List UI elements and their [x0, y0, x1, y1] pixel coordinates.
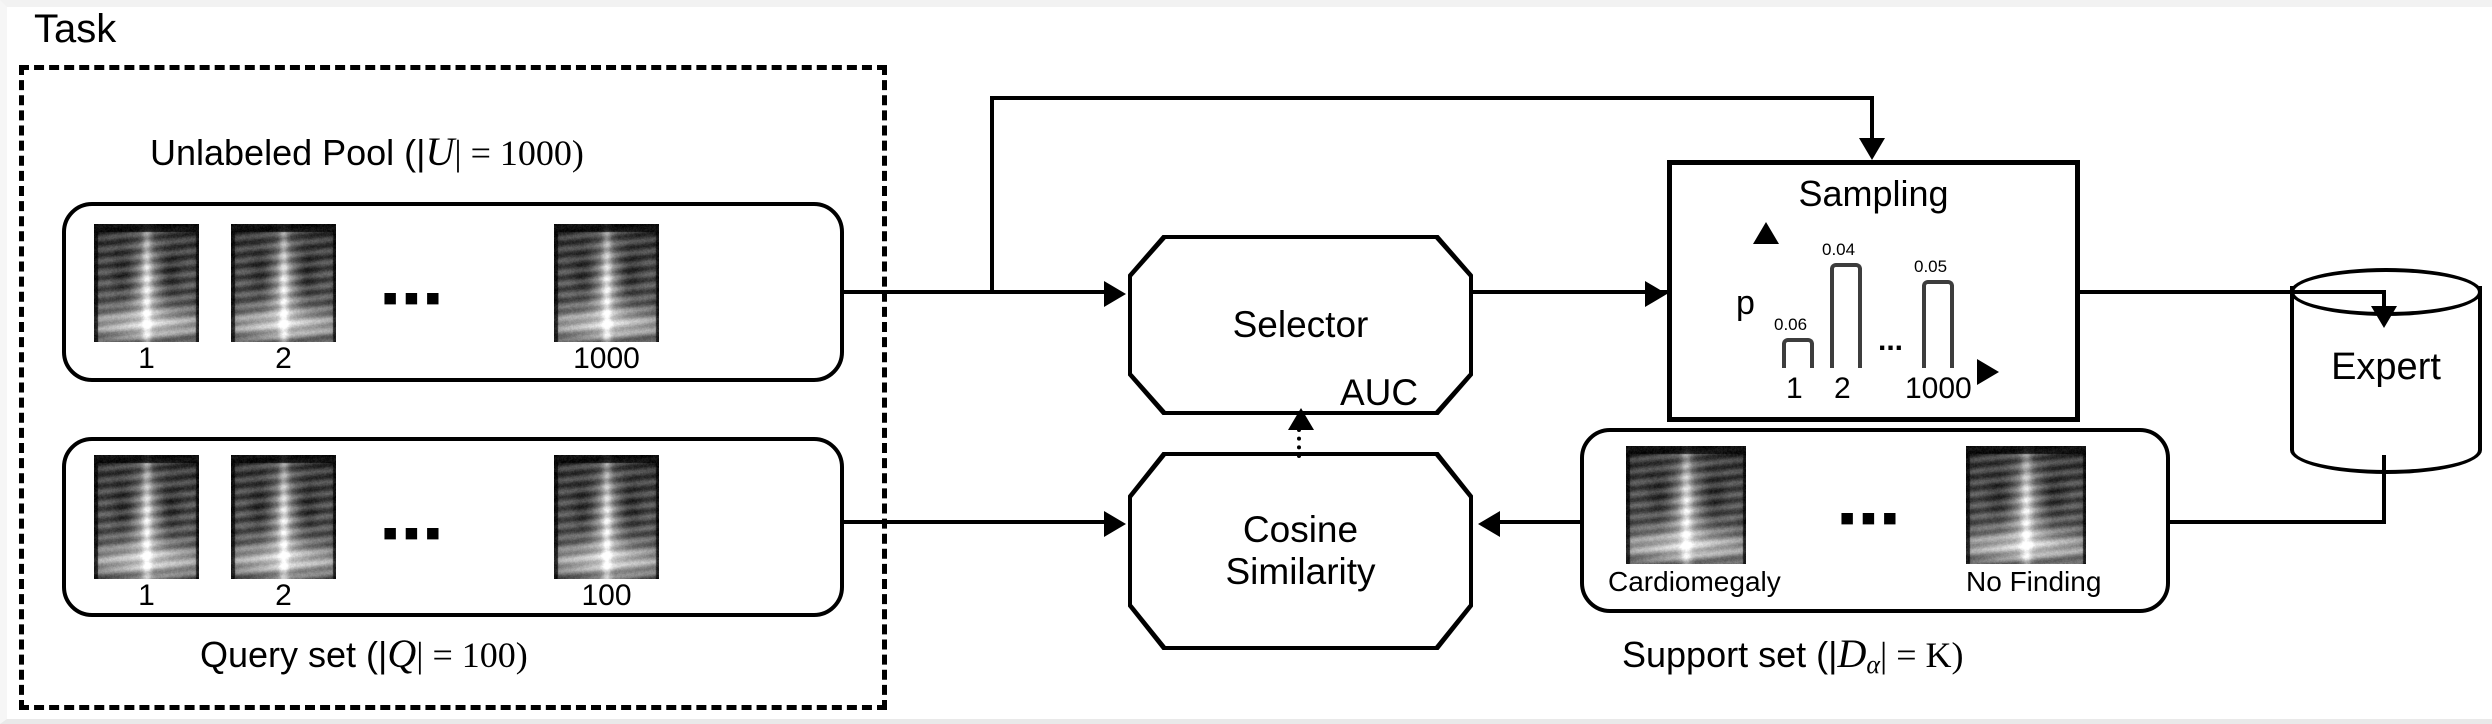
- cosine-similarity-node-inner: Cosine Similarity: [1132, 456, 1469, 646]
- edge-sampling-to-expert-vertical: [2382, 290, 2386, 312]
- edge-feedback-vertical-left: [990, 96, 994, 292]
- query-set-caption-suffix: | = 100): [416, 635, 528, 675]
- pool-index-last: 1000: [573, 342, 640, 375]
- chart-y-axis: [1694, 220, 1698, 348]
- edge-feedback-vertical-right: [1870, 96, 1874, 144]
- chart-bar-3: [1922, 280, 1954, 368]
- query-set-symbol: Q: [387, 631, 417, 676]
- chart-bar-label-2: 0.04: [1822, 240, 1856, 259]
- support-set-caption-prefix: Support set (|: [1622, 634, 1838, 675]
- query-index-last: 100: [581, 579, 632, 612]
- support-set-caption: Support set (|Dα| = K): [1622, 630, 1964, 680]
- pool-ellipsis: ▪▪▪: [382, 271, 446, 323]
- unlabeled-pool-caption-suffix: | = 1000): [454, 133, 584, 173]
- unlabeled-pool-caption-prefix: Unlabeled Pool (|: [150, 132, 426, 173]
- edge-pool-to-selector: [844, 290, 1106, 294]
- expert-node[interactable]: Expert: [2290, 268, 2482, 474]
- query-xray-1: [94, 455, 199, 579]
- edge-feedback-horizontal-top: [990, 96, 1874, 100]
- edge-sampling-to-expert-horizontal: [2080, 290, 2386, 294]
- query-ellipsis: ▪▪▪: [382, 506, 446, 558]
- query-index-1: 1: [138, 579, 155, 612]
- edge-expert-to-support-vertical: [2382, 455, 2386, 524]
- sampling-title: Sampling: [1798, 173, 1949, 214]
- unlabeled-pool-symbol: U: [425, 129, 455, 174]
- chart-xtick-1: 1: [1786, 372, 1803, 405]
- pool-xray-2: [231, 224, 336, 342]
- support-xray-last: [1966, 446, 2086, 564]
- edge-selector-to-sampling-arrowhead: [1645, 281, 1667, 307]
- chart-bar-1: [1782, 338, 1814, 368]
- query-index-2: 2: [275, 579, 292, 612]
- edge-query-to-cosine-arrowhead: [1104, 511, 1126, 537]
- support-label-last: No Finding: [1966, 566, 2102, 597]
- edge-feedback-arrowhead: [1859, 138, 1885, 160]
- edge-auc-dotted: [1297, 428, 1301, 458]
- sampling-panel: Sampling p 0.06 0.04 ... 0.05 1 2 1000: [1667, 160, 2080, 422]
- task-dashed-container: [19, 65, 887, 710]
- chart-gap-marker: ...: [1878, 324, 1904, 357]
- edge-expert-to-support-horizontal: [2168, 520, 2386, 524]
- edge-support-to-cosine-arrowhead: [1478, 511, 1500, 537]
- edge-support-to-cosine: [1500, 520, 1582, 524]
- edge-selector-to-sampling: [1473, 290, 1667, 294]
- auc-label: AUC: [1340, 372, 1419, 413]
- support-set-strip: ▪▪▪ Cardiomegaly No Finding: [1580, 428, 2170, 613]
- pool-xray-1: [94, 224, 199, 342]
- support-xray-1: [1626, 446, 1746, 564]
- selector-node[interactable]: Selector: [1128, 235, 1473, 415]
- edge-query-to-cosine: [844, 520, 1106, 524]
- pool-xray-last: [554, 224, 659, 342]
- chart-bar-label-1: 0.06: [1774, 315, 1808, 334]
- chart-x-axis-arrowhead: [1977, 359, 1999, 385]
- chart-xtick-3: 1000: [1905, 372, 1972, 405]
- expert-cylinder-body: [2290, 286, 2482, 450]
- cosine-similarity-label-line2: Similarity: [1225, 551, 1376, 592]
- chart-bar-2: [1830, 263, 1862, 368]
- edge-auc-arrowhead: [1288, 408, 1314, 430]
- selector-label: Selector: [1232, 303, 1369, 345]
- query-xray-last: [554, 455, 659, 579]
- unlabeled-pool-strip: ▪▪▪ 1 2 1000: [62, 202, 844, 382]
- support-set-caption-suffix: | = K): [1880, 635, 1964, 675]
- query-set-strip: ▪▪▪ 1 2 100: [62, 437, 844, 617]
- chart-xtick-2: 2: [1834, 372, 1851, 405]
- pool-index-1: 1: [138, 342, 155, 375]
- chart-y-axis-label: p: [1736, 284, 1755, 322]
- task-title: Task: [34, 7, 117, 51]
- query-set-caption: Query set (|Q| = 100): [200, 630, 528, 677]
- cosine-similarity-label-line1: Cosine: [1242, 508, 1359, 550]
- chart-bar-label-3: 0.05: [1914, 257, 1948, 276]
- support-ellipsis: ▪▪▪: [1839, 491, 1903, 543]
- expert-label: Expert: [2331, 346, 2441, 388]
- edge-pool-to-selector-arrowhead: [1104, 281, 1126, 307]
- support-label-1: Cardiomegaly: [1608, 566, 1781, 597]
- pool-index-2: 2: [275, 342, 292, 375]
- unlabeled-pool-caption: Unlabeled Pool (|U| = 1000): [150, 128, 584, 175]
- cosine-similarity-node[interactable]: Cosine Similarity: [1128, 452, 1473, 650]
- chart-y-axis-arrowhead: [1753, 222, 1779, 244]
- query-xray-2: [231, 455, 336, 579]
- support-set-subscript: α: [1866, 650, 1881, 679]
- support-set-symbol: D: [1837, 631, 1867, 676]
- sampling-bar-chart: p 0.06 0.04 ... 0.05 1 2 1000: [1694, 220, 2064, 415]
- selector-node-inner: Selector: [1132, 239, 1469, 411]
- cosine-similarity-label-wrap: Cosine Similarity: [1225, 509, 1375, 593]
- query-set-caption-prefix: Query set (|: [200, 634, 388, 675]
- edge-sampling-to-expert-arrowhead: [2371, 306, 2397, 328]
